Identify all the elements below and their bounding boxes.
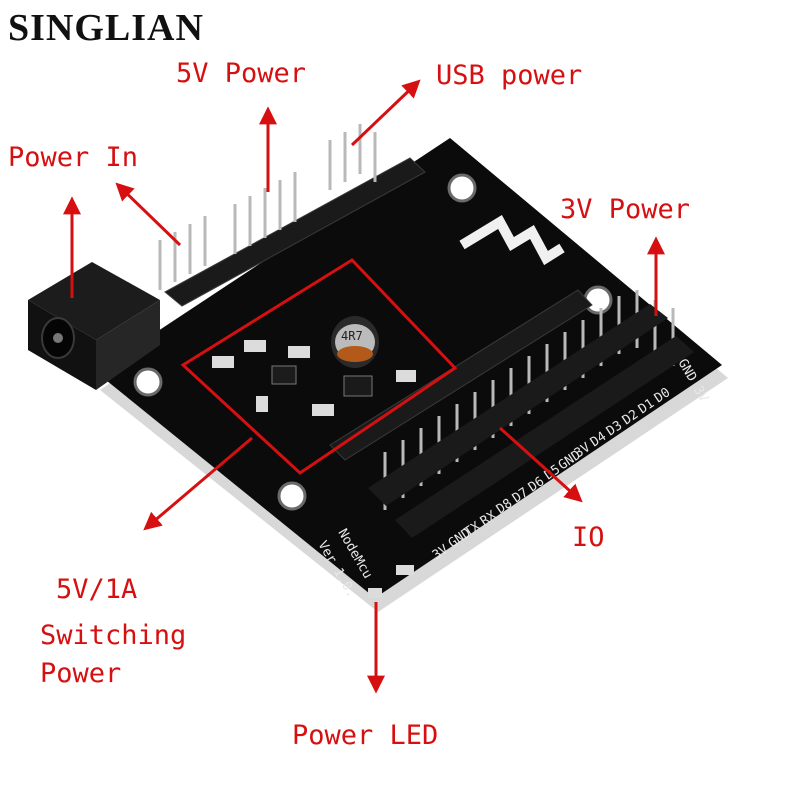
silk-pin-d2: D2 (620, 407, 641, 428)
pcb-board (96, 138, 722, 598)
top-pin-headers (158, 124, 377, 290)
label-usb-power: USB power (436, 60, 583, 91)
mounting-hole (583, 285, 613, 315)
silk-pin-rx: RX (478, 508, 500, 529)
label-switching-line3: Power (40, 658, 122, 689)
socket-header-bottom (329, 289, 593, 461)
silk-pin-3v: 3V (430, 542, 452, 563)
silk-pin-d4: D4 (588, 429, 610, 450)
silk-pin-d1: D1 (636, 396, 657, 417)
inductor-marking: 4R7 (341, 329, 363, 343)
annotation-arrows (63, 79, 665, 694)
label-3v-power: 3V Power (560, 194, 691, 225)
silk-pin-d6: D6 (526, 474, 547, 495)
switching-power-highlight (180, 258, 458, 475)
inductor: 4R7 (331, 316, 379, 368)
dc-barrel-jack (28, 262, 160, 390)
mounting-hole (277, 481, 307, 511)
io-header-base (368, 304, 668, 506)
silk-pin-d8: D8 (494, 496, 515, 517)
power-led (368, 588, 382, 598)
regulator-components (212, 340, 416, 416)
silk-pin-d0: D0 (652, 385, 673, 406)
label-switching-line1: 5V/1A (56, 574, 138, 605)
silk-pin-3v-2: 3V (572, 440, 594, 461)
silk-pin-d5: D5 (542, 462, 563, 483)
arrow-power-in-header (115, 182, 182, 247)
arrow-usb-power (350, 79, 421, 147)
arrow-io (498, 426, 583, 503)
io-header-base (395, 336, 694, 538)
brand-logo: SINGLIAN (8, 7, 204, 49)
silk-pin-tx: TX (462, 519, 484, 540)
silk-pin-d7: D7 (510, 485, 531, 506)
mounting-hole (133, 367, 163, 397)
wifi-antenna-logo (459, 215, 565, 266)
label-power-in: Power In (8, 142, 139, 173)
socket-header-top (164, 157, 426, 307)
arrow-switching-power (143, 436, 253, 531)
silk-pin-d3: D3 (604, 418, 625, 439)
label-power-led: Power LED (292, 720, 439, 751)
mounting-hole (447, 173, 477, 203)
label-5v-power: 5V Power (176, 58, 307, 89)
label-io: IO (572, 522, 605, 553)
label-switching-line2: Switching (40, 620, 187, 651)
power-led-resistor (396, 565, 414, 575)
